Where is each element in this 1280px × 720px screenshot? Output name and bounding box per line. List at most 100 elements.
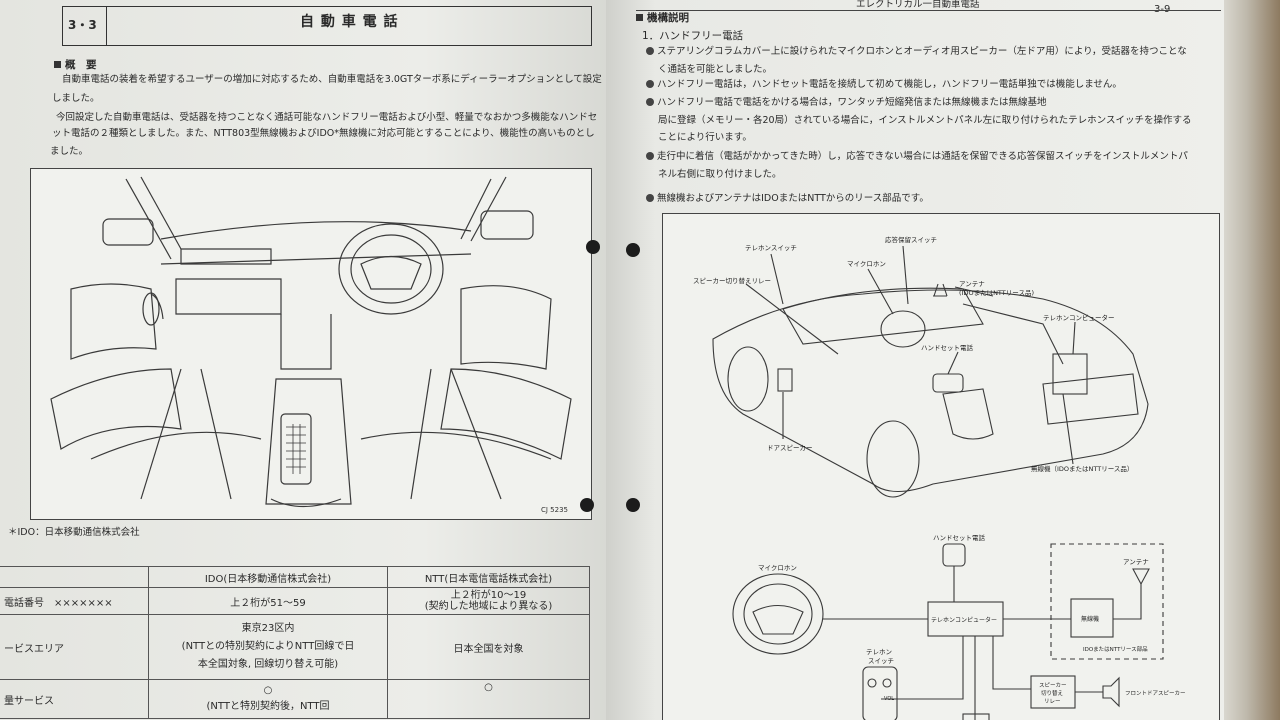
left-page: 3・3 自 動 車 電 話 概 要 自動車電話の装着を希望するユーザーの増加に対… — [0, 0, 606, 720]
label-door-speaker: ドアスピーカー — [767, 444, 813, 452]
left-door-panel — [70, 283, 157, 360]
cell-ido-service-area-line-1: 東京23区内 — [241, 623, 295, 634]
handset-block-icon — [942, 543, 966, 567]
right-door-panel — [460, 285, 552, 370]
bullet-3-cont-2: ことにより行います。 — [658, 132, 752, 143]
telephone-computer-box — [1052, 353, 1088, 395]
page-edge-background — [1224, 0, 1280, 720]
bullet-5-line-1: 無線機およびアンテナはIDOまたはNTTからのリース部品です。 — [657, 193, 929, 204]
table-header-ntt: NTT(日本電信電話株式会社) — [387, 566, 590, 588]
section-title: 自 動 車 電 話 — [300, 14, 399, 30]
bullet-icon — [646, 194, 654, 202]
label-hold-switch: 応答保留スイッチ — [885, 235, 937, 244]
binder-hole — [626, 498, 640, 512]
bullet-icon — [646, 47, 654, 55]
row-label-number: 電話番号 ××××××× — [0, 587, 149, 615]
row-label-service-area: ービスエリア — [0, 614, 149, 680]
overview-line-3: 今回設定した自動車電話は、受話器を持つことなく通話可能なハンドフリー電話および小… — [56, 112, 598, 123]
spec-table: IDO(日本移動通信株式会社) NTT(日本電信電話株式会社) 電話番号 ×××… — [0, 566, 590, 719]
table-header-row: IDO(日本移動通信株式会社) NTT(日本電信電話株式会社) — [0, 566, 590, 588]
bullet-4-line-1: 走行中に着信（電話がかかってきた時）し，応答できない場合には通話を保留できる応答… — [657, 151, 1188, 162]
bullet-1: ステアリングコラムカバー上に設けられたマイクロホンとオーディオ用スピーカー（左ド… — [646, 46, 1187, 58]
label-telephone-switch: テレホンスイッチ — [745, 244, 797, 252]
center-console — [265, 378, 352, 505]
cell-ido-service-line-2: (NTTと特別契約後，NTT回 — [206, 701, 330, 712]
bullet-4-cont: ネル右側に取り付けました。 — [658, 169, 782, 180]
block-label-radio-unit: 無線機 — [1081, 615, 1099, 623]
system-illustration: テレホンスイッチ 応答保留スイッチ マイクロホン スピーカー切り替えリレー アン… — [693, 235, 1186, 720]
block-label-vol: VOL — [884, 696, 894, 702]
handset-phone — [280, 413, 312, 485]
table-header-label — [0, 566, 149, 588]
front-wheel — [866, 420, 920, 498]
table-header-ido: IDO(日本移動通信株式会社) — [148, 566, 388, 588]
figure-code: CJ 5235 — [541, 506, 568, 514]
bullet-icon — [646, 80, 654, 88]
left-mirror — [102, 218, 154, 246]
radio-unit-block — [1070, 598, 1114, 638]
cell-ntt-number: 上２桁が10～19(契約した地域により異なる) — [387, 587, 590, 615]
antenna-block-icon — [1132, 568, 1150, 586]
binder-hole — [626, 243, 640, 257]
header-rule — [636, 10, 1221, 12]
mechanism-heading-text: 機構説明 — [647, 12, 689, 24]
label-antenna: アンテナ — [959, 280, 985, 288]
table-row: ービスエリア 東京23区内 (NTTとの特別契約によりNTT回線で日本全国対象, … — [0, 614, 590, 680]
overview-heading: 概 要 — [54, 59, 97, 71]
binder-hole — [586, 240, 600, 254]
overview-heading-text: 概 要 — [65, 59, 97, 71]
square-bullet-icon — [636, 14, 643, 21]
sub-heading: 1．ハンドフリー電話 — [642, 30, 744, 42]
block-label-antenna: アンテナ — [1123, 558, 1149, 566]
overview-line-1: 自動車電話の装着を希望するユーザーの増加に対応するため、自動車電話を3.0GTタ… — [62, 74, 602, 85]
block-label-lease-note: IDOまたはNTTリース部品 — [1083, 645, 1148, 653]
bullet-icon — [646, 98, 654, 106]
telephone-switch-block — [862, 666, 898, 720]
block-label-telephone-switch-2: スイッチ — [868, 657, 894, 665]
rear-wheel — [727, 346, 769, 412]
right-page: エレクトリカル一自動車電話 3-9 機構説明 1．ハンドフリー電話 ステアリング… — [606, 0, 1224, 720]
cell-ntt-number-line-1: 上２桁が10～19 — [450, 590, 527, 601]
bullet-1-line-1: ステアリングコラムカバー上に設けられたマイクロホンとオーディオ用スピーカー（左ド… — [657, 46, 1187, 57]
label-microphone: マイクロホン — [847, 260, 886, 268]
block-label-telephone-switch-1: テレホン — [866, 648, 892, 656]
bullet-3: ハンドフリー電話で電話をかける場合は，ワンタッチ短縮発信または無線機または無線基… — [646, 97, 1047, 109]
footnote: ＊IDO：日本移動通信株式会社 — [8, 527, 140, 538]
cell-ntt-service: ○ — [387, 679, 590, 719]
square-bullet-icon — [54, 61, 61, 68]
overview-line-4: ット電話の２種類としました。また、NTT803型無線機およびIDO*無線機に対応… — [52, 128, 595, 139]
row-label-number-text: 電話番号 — [4, 597, 44, 609]
label-speaker-relay: スピーカー切り替えリレー — [693, 276, 771, 285]
cell-ido-service-area-line-3: 本全国対象, 回線切り替え可能) — [197, 659, 339, 670]
cell-ido-service-area: 東京23区内 (NTTとの特別契約によりNTT回線で日本全国対象, 回線切り替え可… — [148, 614, 388, 680]
door-speaker — [777, 368, 793, 392]
table-row: 電話番号 ××××××× 上２桁が51～59 上２桁が10～19(契約した地域に… — [0, 587, 590, 615]
block-label-handset: ハンドセット電話 — [933, 533, 986, 542]
handset-phone-car — [932, 373, 964, 393]
label-antenna-note: (IDOまたはNTTリース品) — [959, 289, 1034, 297]
front-door-speaker-icon — [1102, 676, 1120, 708]
label-radio-unit: 無線機（IDOまたはNTTリース品） — [1031, 464, 1133, 473]
table-row: 量サービス ○(NTTと特別契約後，NTT回 ○ — [0, 679, 590, 719]
section-number: 3・3 — [68, 18, 97, 32]
cell-ido-number: 上２桁が51～59 — [148, 587, 388, 615]
block-label-speaker-relay-2: 切り替え — [1041, 689, 1063, 697]
label-handset-phone: ハンドセット電話 — [921, 343, 974, 352]
interior-figure: CJ 5235 — [30, 168, 592, 520]
block-label-speaker-relay-1: スピーカー — [1039, 682, 1067, 689]
bullet-4: 走行中に着信（電話がかかってきた時）し，応答できない場合には通話を保留できる応答… — [646, 151, 1188, 163]
overview-line-2: しました。 — [52, 93, 100, 104]
bullet-5: 無線機およびアンテナはIDOまたはNTTからのリース部品です。 — [646, 193, 929, 205]
lease-parts-boundary — [1050, 543, 1164, 660]
bullet-2-line-1: ハンドフリー電話は，ハンドセット電話を接続して初めて機能し，ハンドフリー電話単独… — [657, 79, 1122, 90]
mechanism-heading: 機構説明 — [636, 12, 689, 24]
overview-line-5: ました。 — [50, 146, 89, 157]
antenna-icon — [933, 283, 948, 297]
bullet-icon — [646, 152, 654, 160]
block-label-microphone: マイクロホン — [758, 564, 797, 572]
cell-ido-service-area-line-2: (NTTとの特別契約によりNTT回線で日 — [181, 641, 355, 652]
cell-ido-service-line-1: ○ — [263, 685, 273, 696]
bullet-3-cont-1: 局に登録（メモリー・各20局）されている場合に，インストルメントパネル左に取り付… — [658, 115, 1192, 126]
microphone-wheel-icon — [732, 573, 824, 655]
steering-wheel — [338, 223, 444, 315]
